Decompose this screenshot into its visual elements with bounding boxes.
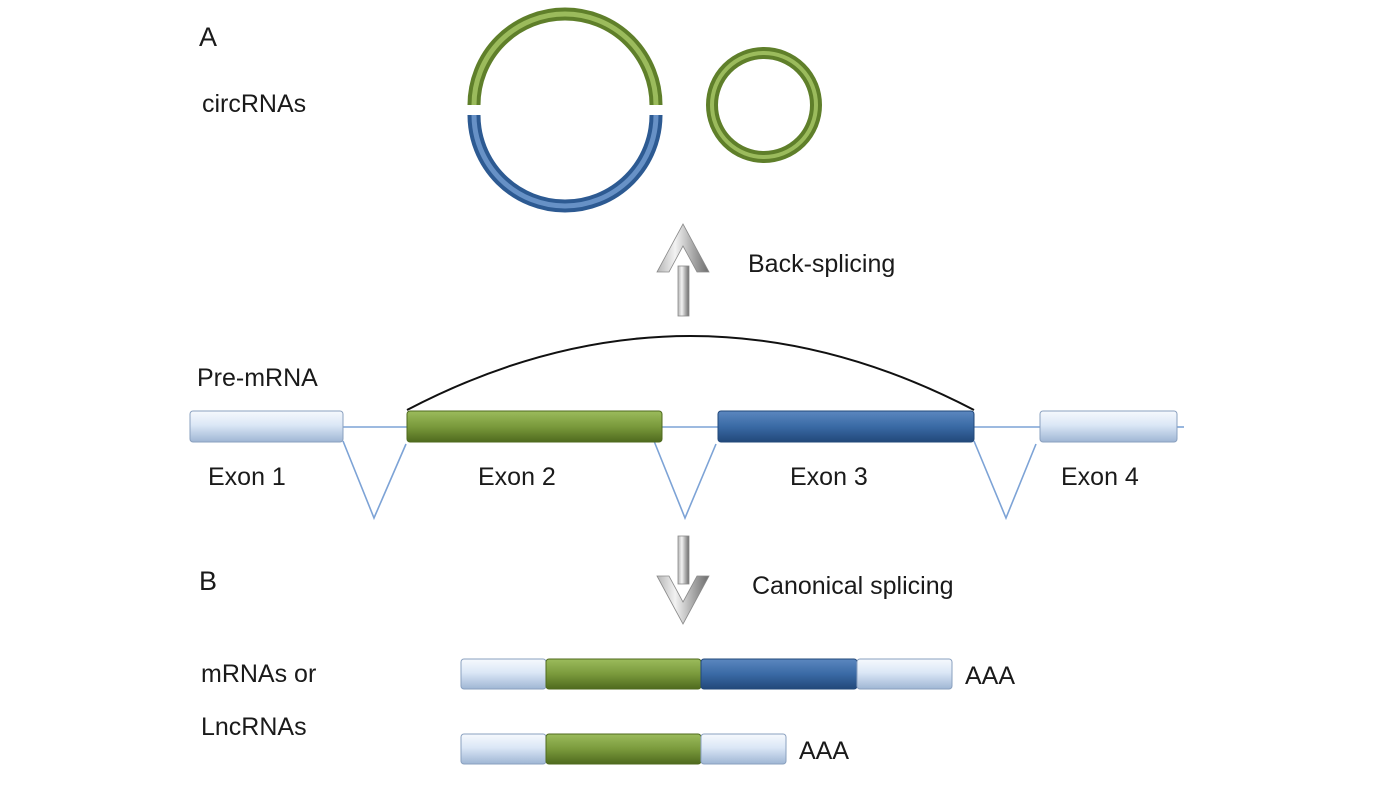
circrna-large-blue-arc-highlight xyxy=(471,114,659,209)
pre-mrna-label: Pre-mRNA xyxy=(197,364,318,392)
back-splicing-label: Back-splicing xyxy=(748,250,895,278)
pre-mrna-exon-2 xyxy=(406,410,663,443)
exon-1-label: Exon 1 xyxy=(208,463,286,491)
circrna-large-blue-arc xyxy=(467,114,663,213)
product-1-exon-3 xyxy=(700,658,858,690)
mrnas-label-line2: LncRNAs xyxy=(201,713,307,741)
intron-loop-3 xyxy=(973,440,1037,521)
back-splicing-arrow xyxy=(656,223,710,317)
pre-mrna-introns xyxy=(342,426,1184,521)
circrna-large xyxy=(467,7,663,213)
product-1-exon-1 xyxy=(460,658,547,690)
product-2-polya-tail: AAA xyxy=(799,737,849,765)
product-1-exon-2 xyxy=(545,658,702,690)
exon-2-label: Exon 2 xyxy=(478,463,556,491)
back-splice-arc xyxy=(406,335,975,411)
product-2-exon-1 xyxy=(460,733,547,765)
pre-mrna-exon-3 xyxy=(717,410,975,443)
circrnas-label: circRNAs xyxy=(202,90,306,118)
circrna-small-ring-highlight xyxy=(710,51,818,159)
pre-mrna-exon-1 xyxy=(189,410,344,443)
product-2-exon-4 xyxy=(700,733,787,765)
mrna-product-1: AAA xyxy=(460,658,1015,690)
circrna-small xyxy=(706,47,822,163)
panel-label-a: A xyxy=(199,22,217,52)
panel-label-b: B xyxy=(199,566,217,596)
product-2-exon-2 xyxy=(545,733,702,765)
pre-mrna-exon-4 xyxy=(1039,410,1178,443)
product-1-exon-4 xyxy=(856,658,953,690)
canonical-splicing-arrow xyxy=(656,535,710,625)
product-1-polya-tail: AAA xyxy=(965,662,1015,690)
intron-loop-1 xyxy=(342,440,407,521)
intron-loop-2 xyxy=(653,440,717,521)
circrna-large-green-arc xyxy=(467,7,663,106)
circrna-large-green-arc-highlight xyxy=(471,11,659,106)
mrnas-label-line1: mRNAs or xyxy=(201,660,316,688)
exon-4-label: Exon 4 xyxy=(1061,463,1139,491)
canonical-splicing-label: Canonical splicing xyxy=(752,572,954,600)
mrna-product-2: AAA xyxy=(460,733,849,765)
exon-3-label: Exon 3 xyxy=(790,463,868,491)
